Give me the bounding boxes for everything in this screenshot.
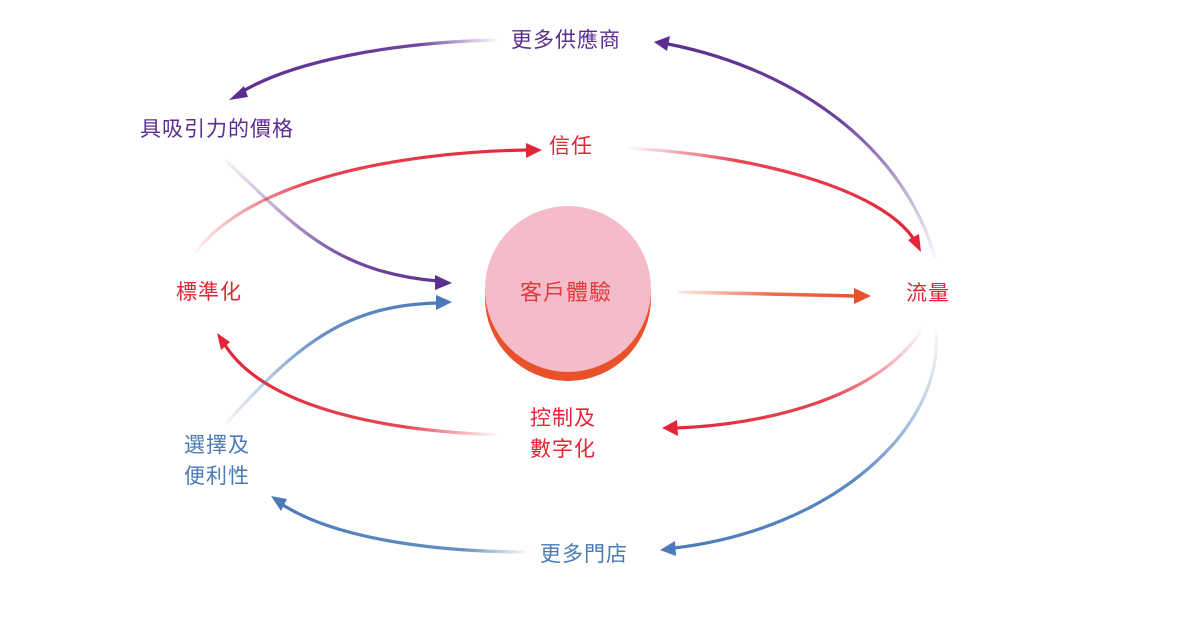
node-choice-convenience: 選擇及 便利性	[184, 430, 250, 492]
node-more-suppliers: 更多供應商	[511, 28, 621, 52]
node-traffic: 流量	[906, 281, 950, 305]
arrow-traffic-to-stores	[673, 329, 939, 550]
arrow-traffic-to-control	[675, 324, 927, 430]
node-attractive-price: 具吸引力的價格	[140, 117, 294, 141]
node-control-digitalization: 控制及 數字化	[530, 403, 596, 465]
node-control-line2: 數字化	[530, 437, 596, 461]
arrow-traffic-to-suppliers	[667, 42, 937, 259]
arrowhead-suppliers	[654, 36, 670, 51]
arrowhead-stores	[660, 541, 676, 556]
node-standardization: 標準化	[176, 280, 242, 304]
arrow-center-to-traffic	[677, 290, 857, 298]
arrowhead-standardization	[217, 333, 230, 350]
arrowhead-price	[229, 86, 248, 100]
arrowhead-center-blue	[436, 295, 452, 310]
arrowhead-traffic-orange	[854, 288, 871, 304]
node-choice-line2: 便利性	[184, 464, 250, 488]
arrowhead-choice	[271, 496, 287, 511]
arrow-trust-to-traffic	[624, 146, 915, 239]
arrow-suppliers-to-price	[239, 38, 501, 95]
arrow-choice-to-center	[223, 301, 439, 427]
arrow-control-to-standardization	[223, 344, 501, 437]
arrowhead-control	[662, 420, 678, 436]
center-label: 客戶體驗	[520, 281, 613, 306]
node-choice-line1: 選擇及	[184, 433, 250, 457]
arrowhead-traffic-red	[908, 234, 921, 252]
node-more-stores: 更多門店	[540, 542, 628, 566]
center-circle	[485, 206, 651, 381]
node-trust: 信任	[549, 134, 593, 158]
arrowhead-trust	[526, 143, 542, 158]
arrow-standardization-to-trust	[194, 148, 528, 253]
node-control-line1: 控制及	[530, 406, 596, 430]
arrow-stores-to-choice	[282, 503, 531, 554]
arrow-price-to-center	[223, 158, 439, 283]
arrowhead-center-purple	[435, 275, 452, 290]
